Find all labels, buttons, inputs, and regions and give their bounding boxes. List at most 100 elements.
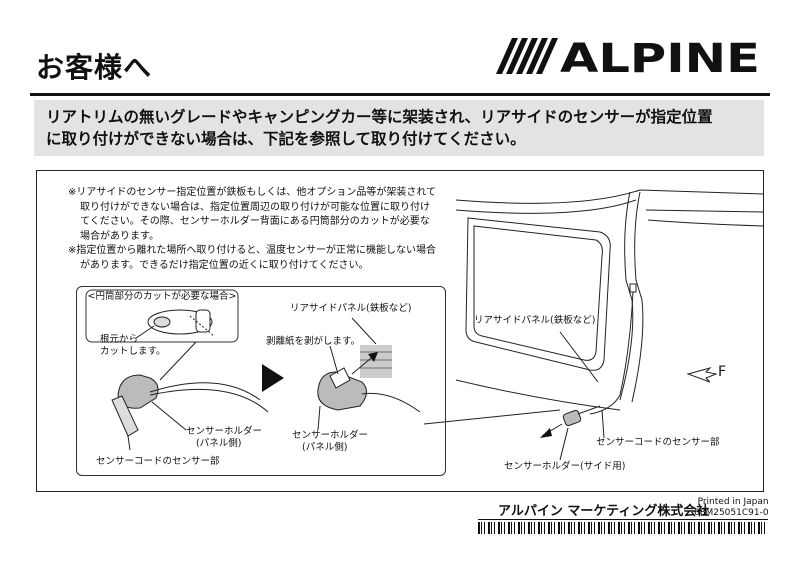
barcode-bar — [618, 522, 620, 534]
holder-leader-middle — [317, 405, 321, 431]
installation-figure-box — [76, 286, 446, 476]
barcode-bar — [584, 522, 585, 534]
barcode-bar — [761, 522, 762, 534]
barcode-bar — [528, 522, 530, 534]
barcode-bar — [748, 522, 750, 534]
callout-pointer — [159, 341, 197, 381]
sensor-leader-left — [127, 435, 131, 451]
printed-in: Printed in Japan — [697, 497, 769, 507]
barcode-bar — [691, 522, 692, 534]
holder-label-middle-2: (パネル側) — [302, 442, 348, 453]
barcode-bar — [704, 522, 705, 534]
cut-label-2: カットします。 — [100, 346, 166, 357]
panel-leader-right — [559, 331, 599, 383]
barcode-bar — [738, 522, 740, 534]
barcode-bar — [631, 522, 632, 534]
barcode-bar — [541, 522, 542, 534]
cut-label-1: 根元から — [100, 334, 139, 345]
peel-leader — [329, 345, 339, 375]
barcode-bar — [634, 522, 635, 534]
company-name: アルパイン マーケティング株式会社 — [498, 504, 710, 519]
barcode-bar — [724, 522, 725, 534]
sensor-label-right: センサーコードのセンサー部 — [596, 437, 720, 448]
barcode-bar — [551, 522, 552, 534]
barcode-bar — [651, 522, 652, 534]
barcode-bar — [658, 522, 660, 534]
barcode-bar — [548, 522, 550, 534]
holder-panel-side-left — [111, 374, 269, 437]
barcode-bar — [598, 522, 600, 534]
barcode-bar — [744, 522, 745, 534]
barcode-bar — [754, 522, 755, 534]
barcode-bar — [564, 522, 565, 534]
holder-leader-left — [151, 401, 187, 431]
barcode-bar — [708, 522, 710, 534]
barcode-bar — [498, 522, 500, 534]
print-info: Printed in Japan 68M25051C91-0 — [694, 497, 769, 519]
barcode-bar — [681, 522, 682, 534]
forward-arrow-icon — [686, 367, 718, 383]
barcode-bar — [674, 522, 675, 534]
barcode-bar — [514, 522, 515, 534]
barcode-bar — [731, 522, 732, 534]
barcode-bar — [591, 522, 592, 534]
barcode-bar — [621, 522, 622, 534]
header-rule — [30, 93, 770, 96]
holder-leader-right — [559, 427, 569, 461]
barcode-bar — [764, 522, 765, 534]
panel-hatch — [360, 345, 392, 378]
barcode-bar — [644, 522, 645, 534]
barcode-bar — [571, 522, 572, 534]
barcode-bar — [664, 522, 665, 534]
barcode-bar — [588, 522, 590, 534]
holder-label-left-2: (パネル側) — [196, 438, 242, 449]
barcode-bar — [578, 522, 580, 534]
barcode-bar — [501, 522, 502, 534]
barcode-bar — [511, 522, 512, 534]
barcode — [478, 522, 765, 534]
holder-panel-side-middle — [317, 367, 421, 413]
barcode-bar — [538, 522, 540, 534]
step-arrow-icon — [262, 364, 284, 392]
note-1: ※リアサイドのセンサー指定位置が鉄板もしくは、他オプション品等が架装されて取り付… — [68, 187, 437, 242]
barcode-bar — [714, 522, 715, 534]
holder-label-middle-1: センサーホルダー — [292, 430, 369, 441]
barcode-bar — [568, 522, 570, 534]
barcode-bar — [488, 522, 490, 534]
barcode-bar — [641, 522, 642, 534]
figure-connector — [423, 409, 561, 425]
barcode-bar — [524, 522, 525, 534]
barcode-bar — [611, 522, 612, 534]
panel-label-middle: リアサイドパネル(鉄板など) — [290, 303, 412, 314]
barcode-bar — [478, 522, 480, 534]
barcode-bar — [594, 522, 595, 534]
barcode-bar — [484, 522, 485, 534]
barcode-bar — [698, 522, 700, 534]
banner-line-2: に取り付けができない場合は、下記を参照して取り付けてください。 — [46, 130, 526, 148]
barcode-bar — [684, 522, 685, 534]
barcode-bar — [521, 522, 522, 534]
intro-banner: リアトリムの無いグレードやキャンピングカー等に架装され、リアサイドのセンサーが指… — [34, 100, 764, 156]
banner-line-1: リアトリムの無いグレードやキャンピングカー等に架装され、リアサイドのセンサーが指… — [46, 108, 713, 126]
callout-title: <円筒部分のカットが必要な場合> — [87, 291, 237, 302]
holder-label-right: センサーホルダー(サイド用) — [504, 461, 626, 472]
barcode-bar — [601, 522, 602, 534]
barcode-bar — [678, 522, 680, 534]
barcode-bar — [648, 522, 650, 534]
barcode-bar — [741, 522, 742, 534]
barcode-bar — [558, 522, 560, 534]
barcode-bar — [624, 522, 625, 534]
barcode-bar — [628, 522, 630, 534]
barcode-bar — [758, 522, 760, 534]
direction-label: F — [718, 364, 727, 380]
holder-side-right — [562, 405, 601, 427]
barcode-bar — [494, 522, 495, 534]
cut-leader — [135, 325, 155, 339]
alpine-logo: ALPINE — [496, 36, 760, 76]
barcode-bar — [531, 522, 532, 534]
barcode-bar — [504, 522, 505, 534]
barcode-bar — [661, 522, 662, 534]
holder-label-left-1: センサーホルダー — [186, 426, 263, 437]
notes: ※リアサイドのセンサー指定位置が鉄板もしくは、他オプション品等が架装されて取り付… — [68, 186, 438, 274]
barcode-bar — [718, 522, 720, 534]
